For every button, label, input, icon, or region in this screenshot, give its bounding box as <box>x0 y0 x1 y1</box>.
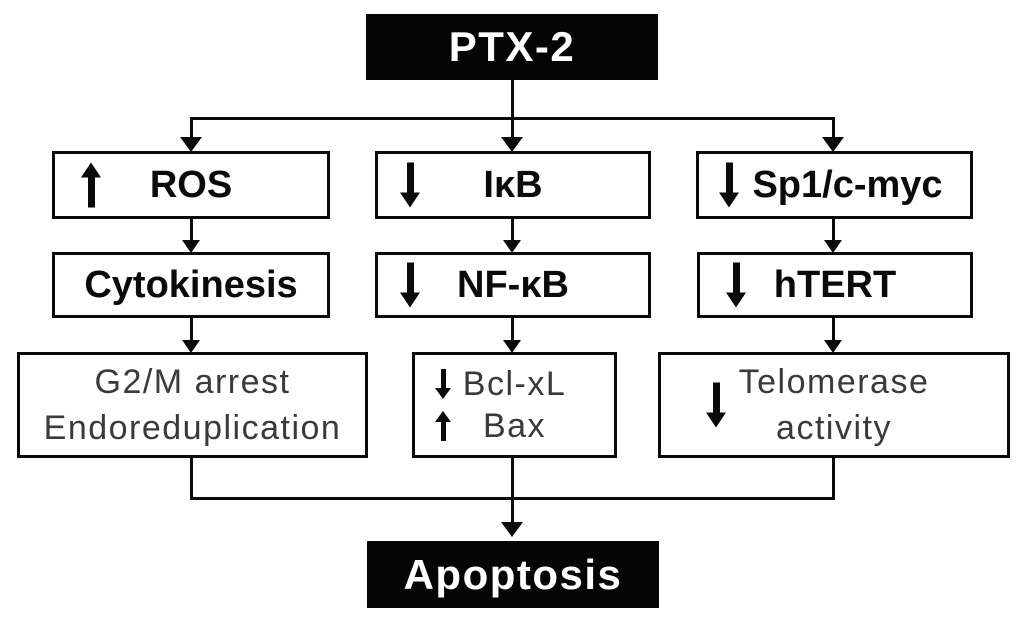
connector-line <box>832 458 835 500</box>
htert-label: hTERT <box>773 263 897 306</box>
cytokinesis-label: Cytokinesis <box>84 263 298 306</box>
down-arrow-icon <box>400 162 420 208</box>
connector-line <box>511 219 514 241</box>
apoptosis-box: Apoptosis <box>367 541 659 608</box>
down-arrow-icon <box>719 162 739 208</box>
down-arrowhead-icon <box>824 240 842 253</box>
ptx2-label: PTX-2 <box>448 23 576 70</box>
down-arrowhead-icon <box>180 137 202 152</box>
ros-label: ROS <box>149 163 233 206</box>
branch-line <box>190 117 835 120</box>
ikb-label: IκB <box>483 163 543 206</box>
connector-line <box>190 458 193 500</box>
bax-row: Bax <box>415 405 614 447</box>
down-arrowhead-icon <box>501 522 523 537</box>
connector-line <box>511 457 514 523</box>
down-arrow-icon <box>706 382 726 428</box>
down-arrow-icon <box>435 369 451 399</box>
telomerase-line1: Telomerase <box>738 363 930 401</box>
g2m-arrest-box: G2/M arrest Endoreduplication <box>17 352 368 458</box>
apoptosis-label: Apoptosis <box>403 550 623 598</box>
connector-line <box>190 318 193 341</box>
bcl-bax-box: Bcl-xL Bax <box>412 352 617 458</box>
sp1-cmyc-box: Sp1/c-myc <box>696 151 973 219</box>
connector-line <box>832 318 835 341</box>
connector-line <box>511 318 514 341</box>
sp1-cmyc-label: Sp1/c-myc <box>752 163 943 206</box>
ros-box: ROS <box>52 151 330 219</box>
connector-line <box>832 117 835 139</box>
telomerase-box: Telomerase activity <box>658 352 1010 458</box>
down-arrowhead-icon <box>503 240 521 253</box>
bcl-xl-label: Bcl-xL <box>462 364 567 403</box>
bcl-xl-row: Bcl-xL <box>415 363 614 405</box>
down-arrowhead-icon <box>824 340 842 353</box>
down-arrowhead-icon <box>501 137 523 152</box>
g2m-arrest-line1: G2/M arrest <box>94 363 291 401</box>
down-arrowhead-icon <box>182 340 200 353</box>
down-arrow-icon <box>726 262 746 308</box>
ptx2-box: PTX-2 <box>366 14 658 80</box>
nfkb-box: NF-κB <box>375 252 651 318</box>
htert-box: hTERT <box>697 252 973 318</box>
connector-line <box>511 80 514 139</box>
g2m-arrest-line2: Endoreduplication <box>43 409 342 447</box>
ikb-box: IκB <box>375 151 651 219</box>
bax-label: Bax <box>482 406 547 445</box>
down-arrowhead-icon <box>503 340 521 353</box>
connector-line <box>190 117 193 139</box>
up-arrow-icon <box>81 162 101 208</box>
cytokinesis-box: Cytokinesis <box>52 252 330 318</box>
connector-line <box>832 219 835 241</box>
telomerase-line2: activity <box>776 409 892 447</box>
down-arrowhead-icon <box>822 137 844 152</box>
up-arrow-icon <box>435 411 451 441</box>
nfkb-label: NF-κB <box>457 263 569 306</box>
down-arrowhead-icon <box>182 240 200 253</box>
down-arrow-icon <box>400 262 420 308</box>
connector-line <box>190 219 193 241</box>
